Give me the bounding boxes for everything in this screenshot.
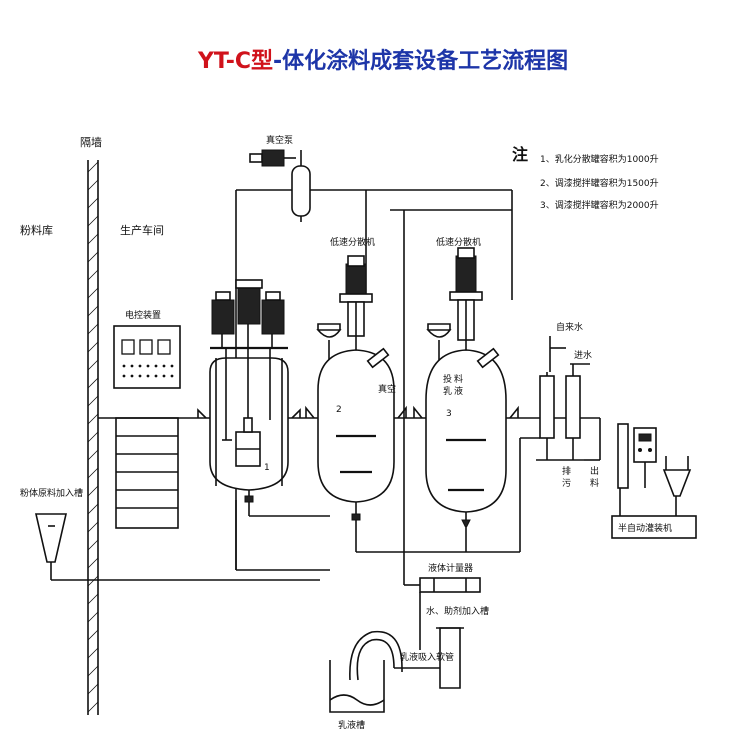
tank-2-mixing-vessel: [305, 255, 520, 553]
water-additive-trough: [420, 627, 464, 689]
discharge-label: 出 料: [590, 465, 599, 489]
drain-label-c1: 排: [562, 465, 571, 477]
powder-store-label: 粉料库: [20, 223, 53, 237]
title-model: YT-C型: [197, 49, 273, 74]
discharge-label-c1: 出: [590, 465, 599, 477]
liquid-meter: [403, 560, 481, 650]
tap-water-label: 自来水: [556, 321, 583, 333]
filter-units: [519, 336, 590, 552]
drain-label: 排 污: [562, 465, 571, 489]
emulsion-tag-c1: 投: [443, 373, 452, 385]
powder-feed-trough-label: 粉体原料加入槽: [20, 487, 83, 499]
title-text: 体化涂料成套设备工艺流程图: [282, 48, 568, 74]
tank-3-mixing-vessel: [413, 247, 519, 552]
tank-1-number: 1: [264, 463, 270, 473]
workshop-label: 生产车间: [120, 223, 164, 237]
note-item: 1、乳化分散罐容积为1000升: [540, 153, 659, 165]
emulsion-tag-c4: 液: [454, 385, 463, 397]
emulsion-tag-c3: 料: [454, 373, 463, 385]
tank-3-number: 3: [446, 409, 452, 419]
emulsion-tag: 投 乳 料 液: [443, 373, 463, 397]
inlet-water-label: 进水: [574, 349, 592, 361]
emulsion-suction-hose: [349, 630, 420, 681]
vacuum-tag: 真空: [378, 383, 396, 395]
liquid-meter-label: 液体计量器: [428, 562, 473, 574]
operating-platform-stairs: [115, 417, 179, 529]
filler-machine-label: 半自动灌装机: [618, 522, 672, 534]
tank-1-emulsifier: [197, 279, 330, 570]
note-item: 2、调漆搅拌罐容积为1500升: [540, 177, 659, 189]
title-dash: -: [273, 49, 282, 74]
diagram-title: YT-C型-体化涂料成套设备工艺流程图: [197, 48, 568, 74]
drain-label-c2: 污: [562, 477, 571, 489]
low-speed-disperser-a-label: 低速分散机: [330, 236, 375, 248]
powder-feed-hopper: [34, 513, 320, 581]
low-speed-disperser-b-label: 低速分散机: [436, 236, 481, 248]
emulsion-tank: [329, 660, 385, 713]
vacuum-buffer-tank: [291, 150, 311, 222]
emulsion-tag-c2: 乳: [443, 385, 452, 397]
control-device-label: 电控装置: [125, 309, 161, 321]
emulsion-tank-label: 乳液槽: [338, 719, 365, 731]
control-cabinet: [113, 325, 181, 389]
semi-automatic-filler: [611, 423, 697, 539]
emulsion-hose-label: 乳液吸入软管: [400, 651, 454, 663]
notes-head: 注: [512, 145, 528, 164]
partition-wall: [87, 160, 99, 715]
partition-wall-label: 隔墙: [80, 135, 102, 149]
discharge-label-c2: 料: [590, 477, 599, 489]
vacuum-pump-label: 真空泵: [266, 134, 293, 146]
vacuum-pump: [249, 149, 296, 167]
tank-2-number: 2: [336, 405, 342, 415]
note-item: 3、调漆搅拌罐容积为2000升: [540, 199, 659, 211]
water-additive-trough-label: 水、助剂加入槽: [426, 605, 489, 617]
